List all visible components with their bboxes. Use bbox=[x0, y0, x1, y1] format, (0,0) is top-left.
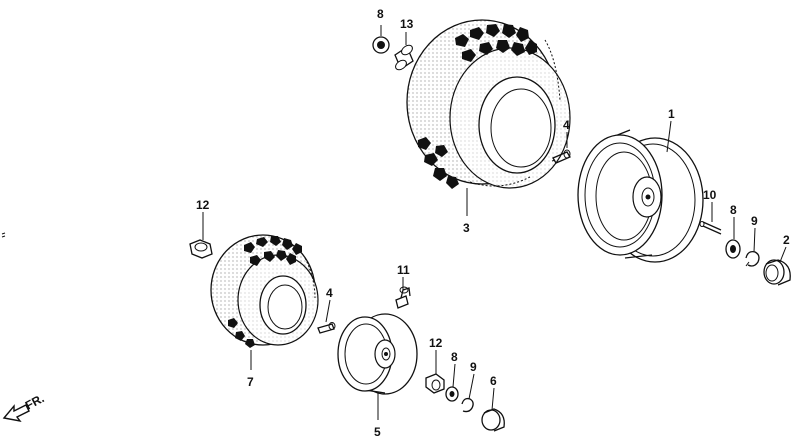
label-12-left: 12 bbox=[196, 198, 210, 212]
front-rim bbox=[337, 313, 418, 395]
label-4-front: 4 bbox=[326, 286, 333, 300]
label-5: 5 bbox=[374, 425, 381, 439]
label-8-top: 8 bbox=[377, 7, 384, 21]
label-1: 1 bbox=[668, 107, 675, 121]
label-7: 7 bbox=[247, 375, 254, 389]
nut-12-left bbox=[189, 239, 213, 259]
nut-12-front bbox=[425, 373, 445, 394]
grease-fitting-11 bbox=[395, 286, 411, 309]
washer-8-top bbox=[372, 36, 390, 54]
clip-9-rear bbox=[745, 250, 760, 267]
front-valve-stem bbox=[317, 322, 336, 334]
label-4-rear: 4 bbox=[563, 118, 570, 132]
label-12-front: 12 bbox=[429, 336, 443, 350]
rear-rim bbox=[577, 129, 704, 263]
edge-marks bbox=[1, 232, 6, 238]
label-2: 2 bbox=[783, 233, 790, 247]
collar-13 bbox=[394, 44, 414, 71]
cotter-pin-10 bbox=[699, 221, 722, 235]
cap-2 bbox=[763, 259, 791, 286]
label-9-rear: 9 bbox=[751, 214, 758, 228]
label-10: 10 bbox=[703, 188, 717, 202]
label-8-rear: 8 bbox=[730, 203, 737, 217]
label-11: 11 bbox=[397, 263, 410, 277]
washer-8-rear bbox=[725, 239, 741, 259]
label-6: 6 bbox=[490, 374, 497, 388]
front-direction-arrow: FR. bbox=[2, 391, 46, 423]
front-tire bbox=[210, 234, 319, 348]
rear-valve-stem bbox=[551, 149, 571, 164]
washer-8-front bbox=[445, 386, 459, 402]
cap-6 bbox=[481, 408, 505, 432]
label-9-front: 9 bbox=[470, 360, 477, 374]
leader-lines bbox=[202, 25, 787, 420]
rear-tire bbox=[406, 19, 571, 189]
label-8-front: 8 bbox=[451, 350, 458, 364]
label-13: 13 bbox=[400, 17, 414, 31]
label-3: 3 bbox=[463, 221, 470, 235]
clip-9-front bbox=[461, 397, 474, 413]
